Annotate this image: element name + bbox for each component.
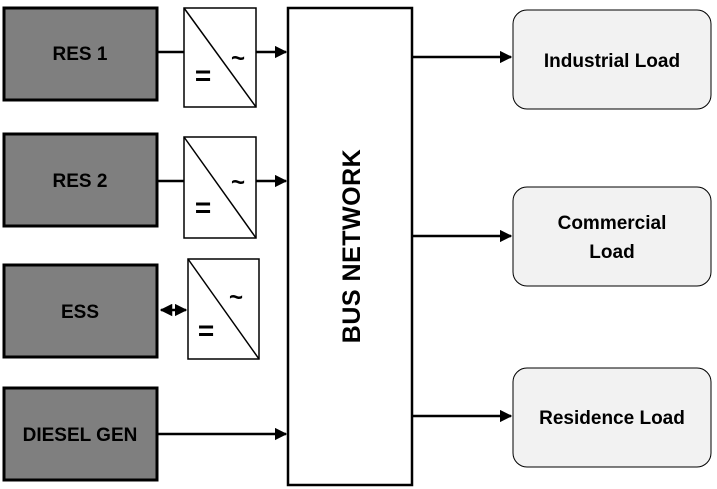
load-label-line1: Commercial bbox=[558, 213, 667, 234]
bus-network: BUS NETWORK bbox=[286, 6, 414, 487]
dc-symbol: = bbox=[195, 60, 211, 91]
source-res-1: RES 1 bbox=[2, 6, 159, 102]
converter-ess: ~ = bbox=[187, 258, 260, 360]
source-ess: ESS bbox=[2, 263, 159, 359]
source-label: ESS bbox=[61, 302, 99, 323]
source-label: DIESEL GEN bbox=[23, 425, 138, 446]
load-industrial: Industrial Load bbox=[512, 9, 712, 110]
bus-label: BUS NETWORK bbox=[338, 149, 366, 343]
converter-res-2: ~ = bbox=[183, 136, 257, 239]
load-residence: Residence Load bbox=[512, 367, 712, 468]
load-commercial: Commercial Load bbox=[512, 186, 712, 287]
converter-diagonal bbox=[187, 258, 260, 360]
converter-diagonal bbox=[183, 136, 257, 239]
dc-symbol: = bbox=[195, 192, 211, 223]
source-label: RES 2 bbox=[53, 171, 108, 192]
source-res-2: RES 2 bbox=[2, 132, 159, 228]
ac-symbol: ~ bbox=[231, 169, 245, 196]
dc-symbol: = bbox=[198, 315, 214, 346]
converter-diagonal bbox=[183, 7, 257, 108]
ac-symbol: ~ bbox=[229, 284, 243, 311]
load-label: Residence Load bbox=[539, 408, 685, 429]
converter-res-1: ~ = bbox=[183, 7, 257, 108]
source-diesel-gen: DIESEL GEN bbox=[2, 386, 159, 482]
load-label: Industrial Load bbox=[544, 51, 680, 72]
ac-symbol: ~ bbox=[231, 45, 245, 72]
load-label-line2: Load bbox=[589, 242, 634, 263]
source-label: RES 1 bbox=[53, 44, 108, 65]
